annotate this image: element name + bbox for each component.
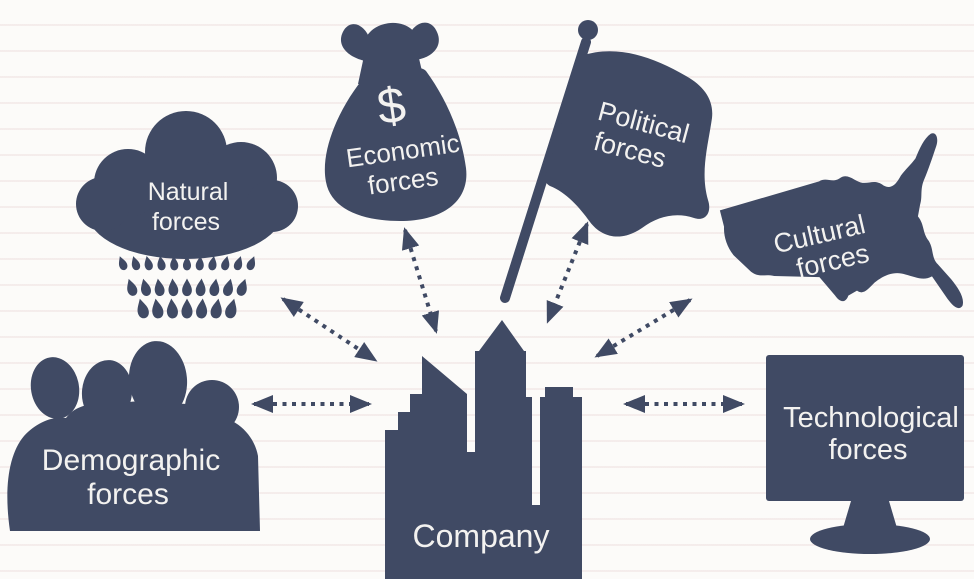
computer-monitor-icon [766,355,964,554]
demographic-forces-label-line2: forces [87,478,169,511]
arrow-political-company [546,221,589,324]
technological-forces-label-line2: forces [829,434,908,466]
arrow-cultural-company [594,298,693,358]
demographic-forces-label-line1: Demographic [42,444,220,477]
ink-layer: Natural forces $ Economic forces Politic… [7,20,964,579]
rain-cloud-icon [76,111,298,320]
company-label: Company [413,518,550,554]
natural-forces-label-line1: Natural [148,178,229,206]
natural-forces-label-line2: forces [152,208,220,236]
city-buildings-icon [385,320,582,579]
people-group-icon [7,341,261,531]
money-bag-icon [324,22,467,222]
flag-icon [500,20,713,303]
raindrops [116,254,258,320]
arrow-economic-company [401,227,440,334]
usa-map-icon [719,133,964,309]
technological-forces-label-line1: Technological [783,402,959,434]
arrow-natural-company [280,297,378,362]
connection-arrows [251,221,745,413]
